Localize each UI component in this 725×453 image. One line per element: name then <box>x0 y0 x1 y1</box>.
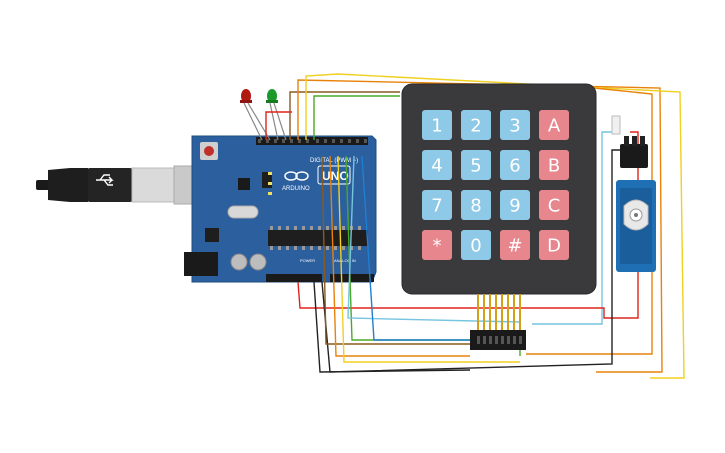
key-label: 8 <box>470 196 481 217</box>
crystal-oscillator <box>227 205 259 219</box>
key-c[interactable]: C <box>539 190 569 220</box>
key-label: B <box>548 156 560 177</box>
wires <box>265 73 685 379</box>
key-7[interactable]: 7 <box>422 190 452 220</box>
key-3[interactable]: 3 <box>500 110 530 140</box>
wire-black-bottom <box>313 281 471 373</box>
wire-blue-bottom <box>361 155 470 341</box>
key-label: 6 <box>509 156 520 177</box>
key-2[interactable]: 2 <box>461 110 491 140</box>
wire-red-top <box>265 111 292 140</box>
keypad-4x4[interactable]: 1 2 3 A 4 5 6 B 7 8 9 C * 0 # D <box>401 83 597 295</box>
keypad-ribbon-connector <box>470 294 526 350</box>
wire-black-servo <box>321 149 624 373</box>
keypad-keys: 1 2 3 A 4 5 6 B 7 8 9 C * 0 # D <box>422 110 569 260</box>
key-label: * <box>433 236 442 257</box>
analog-label: ANALOG IN <box>334 258 356 263</box>
wire-brown-top <box>289 91 400 140</box>
key-1[interactable]: 1 <box>422 110 452 140</box>
green-led[interactable] <box>266 89 287 141</box>
key-label: 5 <box>470 156 481 177</box>
key-hash[interactable]: # <box>500 230 530 260</box>
key-label: 2 <box>470 116 481 137</box>
key-9[interactable]: 9 <box>500 190 530 220</box>
wire-orange-bottom <box>329 155 470 357</box>
key-label: # <box>507 236 522 257</box>
wire-brown-bottom <box>321 155 470 345</box>
key-label: 4 <box>431 156 442 177</box>
key-label: 9 <box>509 196 520 217</box>
wire-red-servo <box>297 131 639 319</box>
key-label: 3 <box>509 116 520 137</box>
key-label: C <box>548 196 561 217</box>
key-label: 1 <box>431 116 442 137</box>
arduino-logo <box>284 171 309 181</box>
servo-motor[interactable] <box>611 115 656 272</box>
usb-icon <box>96 174 114 186</box>
key-4[interactable]: 4 <box>422 150 452 180</box>
key-5[interactable]: 5 <box>461 150 491 180</box>
usb-chip <box>238 178 250 190</box>
atmega-chip <box>268 230 368 246</box>
key-star[interactable]: * <box>422 230 452 260</box>
digital-header <box>256 137 368 145</box>
key-0[interactable]: 0 <box>461 230 491 260</box>
wire-yellow-bottom <box>337 155 520 363</box>
arduino-logo-text: ARDUINO <box>282 186 310 192</box>
power-label: POWER <box>300 258 315 263</box>
uno-model-text: UNO <box>322 169 349 183</box>
key-label: 0 <box>470 236 481 257</box>
wire-orange-top <box>297 79 663 373</box>
key-8[interactable]: 8 <box>461 190 491 220</box>
power-header <box>266 274 322 282</box>
wire-yellow-top <box>305 73 685 379</box>
key-6[interactable]: 6 <box>500 150 530 180</box>
key-label: 7 <box>431 196 442 217</box>
power-jack <box>184 252 218 276</box>
wire-green-top <box>313 95 400 140</box>
wire-lightblue-servo <box>532 131 614 325</box>
key-label: A <box>548 116 561 137</box>
key-b[interactable]: B <box>539 150 569 180</box>
wire-lightblue-bottom <box>347 155 521 323</box>
key-d[interactable]: D <box>539 230 569 260</box>
analog-header <box>330 274 374 282</box>
key-label: D <box>547 236 561 257</box>
key-a[interactable]: A <box>539 110 569 140</box>
digital-label: DIGITAL (PWM ~) <box>310 158 358 164</box>
usb-cable[interactable] <box>36 165 193 205</box>
